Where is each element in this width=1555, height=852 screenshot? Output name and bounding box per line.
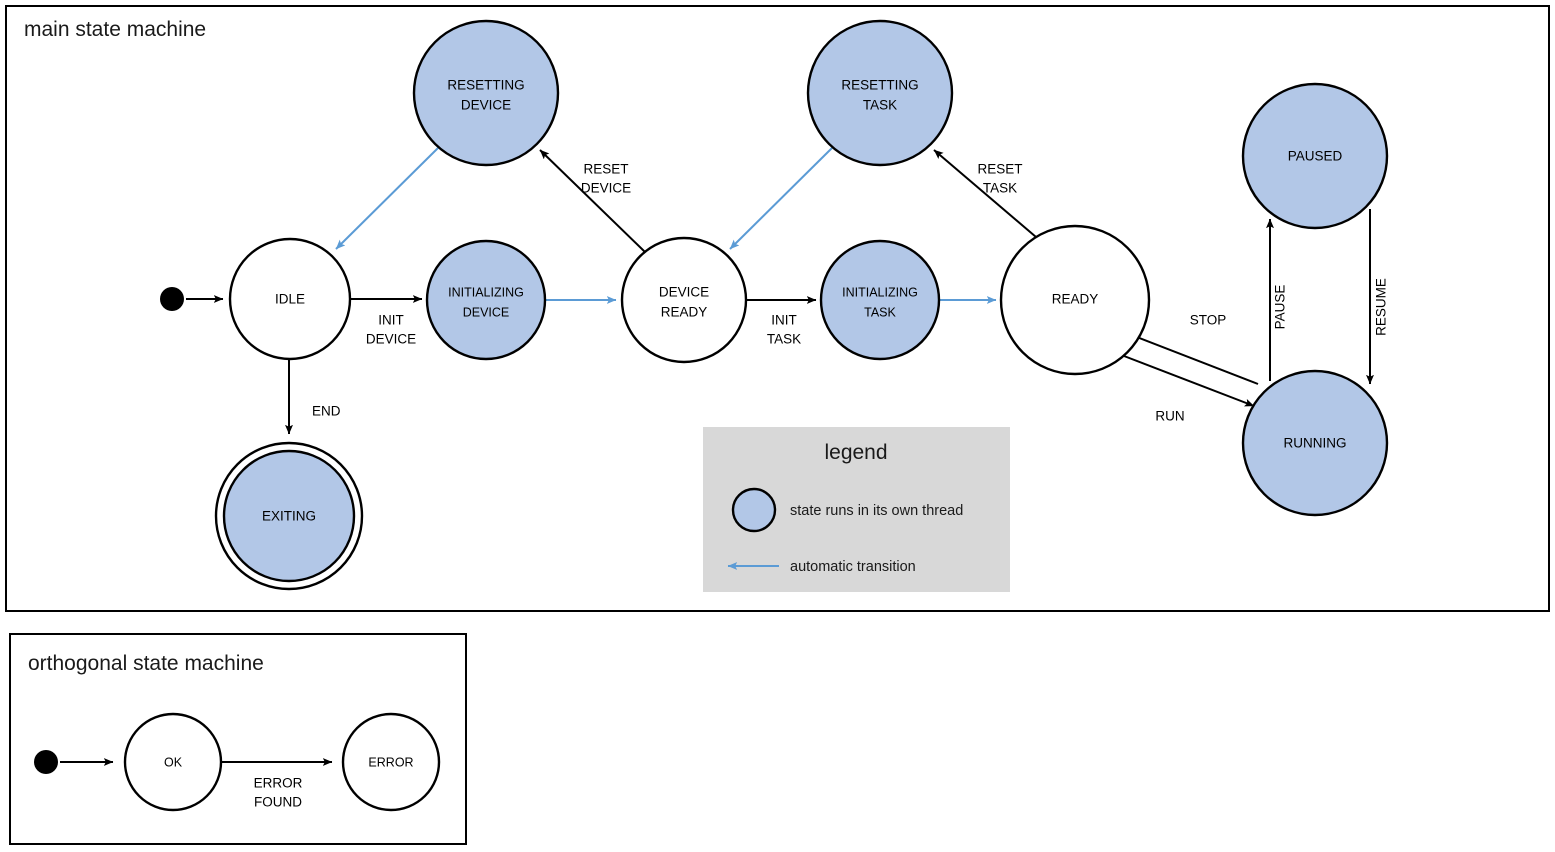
state-idle[interactable]: IDLE <box>228 237 352 361</box>
transition-ready-to-running <box>1123 355 1255 407</box>
state-label-device-ready-line2: READY <box>661 305 708 320</box>
state-label-idle: IDLE <box>275 292 305 307</box>
legend-auto-transition-text: automatic transition <box>790 559 916 575</box>
transition-label-reset-task-line1: RESET <box>977 162 1022 177</box>
state-label-exiting: EXITING <box>262 509 316 524</box>
state-label-ready: READY <box>1052 292 1099 307</box>
state-ok[interactable]: OK <box>123 712 223 812</box>
state-label-device-ready-line1: DEVICE <box>659 285 709 300</box>
transition-resetting-task-to-device-ready <box>729 147 833 250</box>
state-resetting-task[interactable]: RESETTING TASK <box>806 19 954 167</box>
transition-resetting-device-to-idle <box>335 147 439 250</box>
state-label-error: ERROR <box>368 755 413 769</box>
state-running[interactable]: RUNNING <box>1241 369 1389 517</box>
transition-label-init-device-line1: INIT <box>378 313 404 328</box>
transition-label-error-found-line2: FOUND <box>254 795 302 810</box>
transition-running-to-ready <box>1128 333 1259 385</box>
state-error[interactable]: ERROR <box>341 712 441 812</box>
transition-label-init-task-line2: TASK <box>767 332 801 347</box>
transition-ready-to-resetting-task <box>933 149 1037 238</box>
transition-label-pause: PAUSE <box>1273 285 1288 330</box>
orthogonal-panel-title: orthogonal state machine <box>28 652 264 675</box>
state-label-paused: PAUSED <box>1288 149 1343 164</box>
state-label-resetting-device-line2: DEVICE <box>461 98 511 113</box>
state-device-ready[interactable]: DEVICE READY <box>620 236 748 364</box>
state-initializing-task[interactable]: INITIALIZING TASK <box>819 239 941 361</box>
state-label-running: RUNNING <box>1284 436 1347 451</box>
transition-label-init-task-line1: INIT <box>771 313 797 328</box>
transition-label-stop: STOP <box>1190 313 1227 328</box>
state-label-initializing-task-line1: INITIALIZING <box>842 285 918 299</box>
initial-pseudostate-orthogonal <box>34 750 58 774</box>
transition-label-reset-device-line2: DEVICE <box>581 181 631 196</box>
state-ready[interactable]: READY <box>999 224 1151 376</box>
state-label-initializing-device-line1: INITIALIZING <box>448 285 524 299</box>
state-paused[interactable]: PAUSED <box>1241 82 1389 230</box>
legend-thread-state-swatch-icon <box>731 487 777 533</box>
legend: legend state runs in its own thread auto… <box>703 427 1010 592</box>
state-exiting[interactable]: EXITING <box>214 441 364 591</box>
legend-thread-state-text: state runs in its own thread <box>790 503 963 519</box>
transition-label-init-device-line2: DEVICE <box>366 332 416 347</box>
state-label-resetting-task-line2: TASK <box>863 98 897 113</box>
main-panel-title: main state machine <box>24 18 206 41</box>
legend-title: legend <box>824 441 887 464</box>
transition-device-ready-to-resetting-device <box>539 149 646 253</box>
transition-label-end: END <box>312 404 341 419</box>
transition-label-reset-device-line1: RESET <box>583 162 628 177</box>
state-label-ok: OK <box>164 755 183 769</box>
state-initializing-device[interactable]: INITIALIZING DEVICE <box>425 239 547 361</box>
initial-pseudostate-main <box>160 287 184 311</box>
state-label-initializing-task-line2: TASK <box>864 305 896 319</box>
transition-label-reset-task-line2: TASK <box>983 181 1017 196</box>
transition-label-resume: RESUME <box>1374 278 1389 336</box>
transition-label-error-found-line1: ERROR <box>254 776 303 791</box>
state-label-initializing-device-line2: DEVICE <box>463 305 510 319</box>
state-label-resetting-task-line1: RESETTING <box>841 78 918 93</box>
transition-label-run: RUN <box>1155 409 1184 424</box>
state-resetting-device[interactable]: RESETTING DEVICE <box>412 19 560 167</box>
state-label-resetting-device-line1: RESETTING <box>447 78 524 93</box>
